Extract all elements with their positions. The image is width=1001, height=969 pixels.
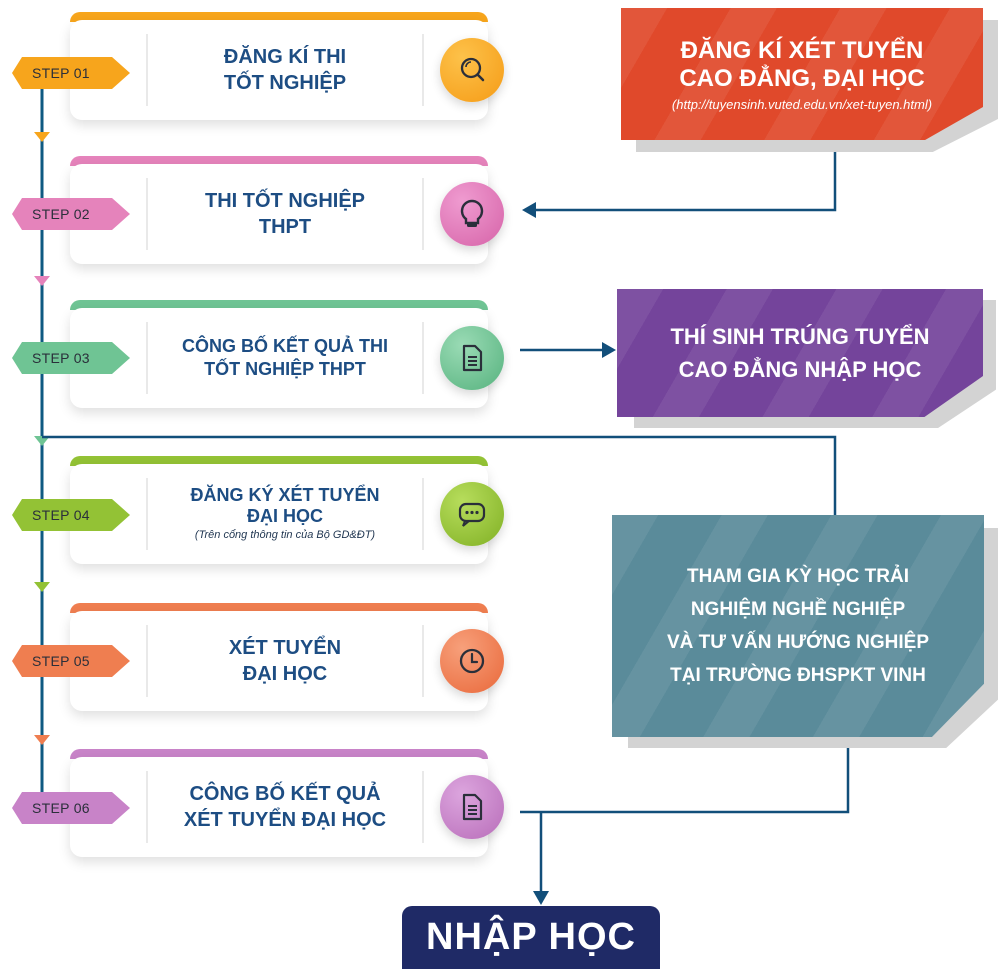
step-06-title-line-1: CÔNG BỐ KẾT QUẢ: [189, 783, 381, 805]
step-03-title-line-1: CÔNG BỐ KẾT QUẢ THI: [182, 335, 388, 356]
experience-program-box: THAM GIA KỲ HỌC TRẢI NGHIỆM NGHỀ NGHIỆP …: [612, 515, 984, 737]
step-02-title: THI TỐT NGHIỆP THPT: [150, 164, 420, 264]
step-02-title-line-2: THPT: [258, 216, 312, 238]
step-05-tag: STEP 05: [12, 645, 130, 677]
step-04-body: ĐĂNG KÝ XÉT TUYỂN ĐẠI HỌC (Trên cổng thô…: [70, 464, 504, 564]
step-05-title: XÉT TUYỂN ĐẠI HỌC: [150, 611, 420, 711]
step-06-title: CÔNG BỐ KẾT QUẢ XÉT TUYỂN ĐẠI HỌC: [150, 757, 420, 857]
step-03-tag: STEP 03: [12, 342, 130, 374]
step-02-bar: [70, 156, 488, 166]
timeline-marker: [34, 276, 50, 286]
arrowhead: [533, 891, 549, 905]
step-04-bar: [70, 456, 488, 466]
step-06-bar: [70, 749, 488, 759]
experience-program-line-2: NGHIỆM NGHỀ NGHIỆP: [690, 598, 906, 620]
step-03-title: CÔNG BỐ KẾT QUẢ THI TỐT NGHIỆP THPT: [150, 308, 420, 408]
step-03-title-line-2: TỐT NGHIỆP THPT: [204, 359, 366, 379]
document-icon: [440, 326, 504, 390]
step-04-title-line-2: ĐẠI HỌC: [247, 506, 323, 527]
step-01-tag: STEP 01: [12, 57, 130, 89]
chat-icon: [440, 482, 504, 546]
college-admission-line-1: THÍ SINH TRÚNG TUYỂN: [670, 324, 930, 349]
step-01-title-line-1: ĐĂNG KÍ THI: [223, 46, 347, 68]
branch-timeline-to-teal: [42, 435, 837, 515]
lightbulb-icon: [440, 182, 504, 246]
step-05-bar: [70, 603, 488, 613]
arrow-red-to-step02: [532, 152, 837, 212]
step-03-bar: [70, 300, 488, 310]
step-05-card: XÉT TUYỂN ĐẠI HỌC: [70, 603, 504, 711]
timeline-marker: [34, 735, 50, 745]
step-06-body: CÔNG BỐ KẾT QUẢ XÉT TUYỂN ĐẠI HỌC: [70, 757, 504, 857]
college-admission-box: THÍ SINH TRÚNG TUYỂN CAO ĐẲNG NHẬP HỌC: [617, 289, 983, 417]
step-03-card: CÔNG BỐ KẾT QUẢ THI TỐT NGHIỆP THPT: [70, 300, 504, 408]
step-02-card: THI TỐT NGHIỆP THPT: [70, 156, 504, 264]
college-registration-url: (http://tuyensinh.vuted.edu.vn/xet-tuyen…: [671, 96, 933, 112]
step-02-tag: STEP 02: [12, 198, 130, 230]
step-01-title: ĐĂNG KÍ THI TỐT NGHIỆP: [150, 20, 420, 120]
college-registration-line-1: ĐĂNG KÍ XÉT TUYỂN: [680, 36, 924, 64]
experience-program-line-4: TẠI TRƯỜNG ĐHSPKT VINH: [670, 665, 926, 687]
step-04-title: ĐĂNG KÝ XÉT TUYỂN ĐẠI HỌC (Trên cổng thô…: [150, 464, 420, 564]
college-registration-box: ĐĂNG KÍ XÉT TUYỂN CAO ĐẲNG, ĐẠI HỌC (htt…: [621, 8, 983, 140]
timeline-marker: [34, 582, 50, 592]
search-icon: [440, 38, 504, 102]
step-04-subtitle: (Trên cổng thông tin của Bộ GD&ĐT): [194, 528, 376, 541]
step-01-body: ĐĂNG KÍ THI TỐT NGHIỆP: [70, 20, 504, 120]
timeline-marker: [34, 436, 50, 446]
step-01-title-line-2: TỐT NGHIỆP: [223, 72, 347, 94]
step-04-tag: STEP 04: [12, 499, 130, 531]
experience-program-line-3: VÀ TƯ VẤN HƯỚNG NGHIỆP: [666, 632, 930, 653]
step-04-card: ĐĂNG KÝ XÉT TUYỂN ĐẠI HỌC (Trên cổng thô…: [70, 456, 504, 564]
document-icon: [440, 775, 504, 839]
step-06-tag: STEP 06: [12, 792, 130, 824]
final-enrollment-box: NHẬP HỌC: [402, 906, 660, 969]
step-06-title-line-2: XÉT TUYỂN ĐẠI HỌC: [183, 809, 387, 831]
experience-program-line-1: THAM GIA KỲ HỌC TRẢI: [686, 565, 909, 587]
step-06-card: CÔNG BỐ KẾT QUẢ XÉT TUYỂN ĐẠI HỌC: [70, 749, 504, 857]
step-04-title-line-1: ĐĂNG KÝ XÉT TUYỂN: [190, 484, 380, 505]
timeline-marker: [34, 132, 50, 142]
step-03-body: CÔNG BỐ KẾT QUẢ THI TỐT NGHIỆP THPT: [70, 308, 504, 408]
college-registration-line-2: CAO ĐẲNG, ĐẠI HỌC: [679, 64, 925, 92]
step-02-title-line-1: THI TỐT NGHIỆP: [205, 190, 365, 212]
clock-icon: [440, 629, 504, 693]
step-05-title-line-2: ĐẠI HỌC: [242, 663, 328, 685]
step-05-title-line-1: XÉT TUYỂN: [228, 637, 342, 659]
arrowhead: [602, 342, 616, 358]
arrow-teal-to-final: [541, 738, 850, 814]
step-01-card: ĐĂNG KÍ THI TỐT NGHIỆP: [70, 12, 504, 120]
step-05-body: XÉT TUYỂN ĐẠI HỌC: [70, 611, 504, 711]
step-02-body: THI TỐT NGHIỆP THPT: [70, 164, 504, 264]
college-admission-line-2: CAO ĐẲNG NHẬP HỌC: [678, 357, 922, 382]
arrowhead: [522, 202, 536, 218]
step-01-bar: [70, 12, 488, 22]
